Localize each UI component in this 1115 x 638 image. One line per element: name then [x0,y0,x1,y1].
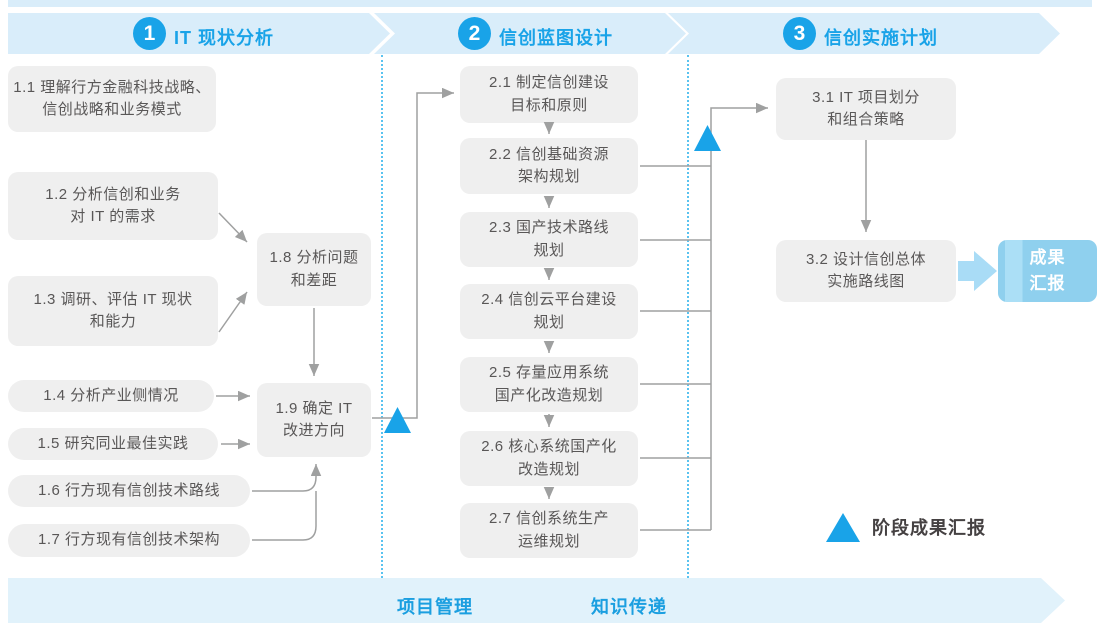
connector-1-7-to-1-9 [252,491,317,541]
step-box-1-2: 1.2 分析信创和业务 对 IT 的需求 [8,172,218,240]
step-box-1-4: 1.4 分析产业侧情况 [8,380,214,412]
bottom-banner [8,578,1065,623]
step-2-5-line2: 国产化改造规划 [494,386,604,404]
phase-banner-2 [374,13,686,54]
step-1-9-line1: 1.9 确定 IT [275,399,353,417]
step-1-3-line1: 1.3 调研、评估 IT 现状 [33,290,193,308]
phase-3-number-badge: 3 [783,17,816,50]
step-2-7-line2: 运维规划 [517,532,580,550]
step-2-4-line2: 规划 [533,313,565,331]
step-box-1-5: 1.5 研究同业最佳实践 [8,428,218,460]
step-box-1-7: 1.7 行方现有信创技术架构 [8,524,250,557]
step-1-7-line1: 1.7 行方现有信创技术架构 [37,531,221,549]
step-box-2-7: 2.7 信创系统生产 运维规划 [460,503,638,558]
connector-1-9-to-2-1 [372,87,454,419]
step-box-2-2: 2.2 信创基础资源 架构规划 [460,138,638,194]
step-2-6-line1: 2.6 核心系统国产化 [481,438,617,455]
phase-1-number-badge: 1 [133,17,166,50]
phase-banner-1 [8,13,390,54]
step-box-1-6: 1.6 行方现有信创技术路线 [8,475,250,507]
step-2-5-line1: 2.5 存量应用系统 [488,364,610,381]
step-1-2-line2: 对 IT 的需求 [70,208,156,225]
step-2-1-line2: 目标和原则 [510,96,588,114]
step-3-2-line1: 3.2 设计信创总体 [805,250,927,268]
step-1-1-line2: 信创战略和业务模式 [42,101,182,118]
step-2-2-line2: 架构规划 [517,168,580,185]
phase-3-title: 信创实施计划 [824,28,938,48]
step-1-3-line2: 和能力 [89,313,137,330]
connector-1-2-to-1-8 [218,212,248,243]
phase-divider-1-2 [381,55,383,578]
step-box-2-4: 2.4 信创云平台建设 规划 [460,284,638,339]
step-1-2-line1: 1.2 分析信创和业务 [45,185,181,203]
step-box-1-9: 1.9 确定 IT 改进方向 [257,383,371,457]
step-1-6-line1: 1.6 行方现有信创技术路线 [37,481,221,499]
phase-banner-3 [668,13,1060,54]
step-1-8-line2: 和差距 [290,271,338,289]
step-1-1-line1: 1.1 理解行方金融科技战略、 [13,78,211,96]
step-2-3-line2: 规划 [533,241,565,259]
step-box-2-5: 2.5 存量应用系统 国产化改造规划 [460,357,638,412]
step-1-9-line2: 改进方向 [282,422,345,439]
step-3-1-line2: 和组合策略 [827,111,905,128]
step-box-3-1: 3.1 IT 项目划分 和组合策略 [776,78,956,140]
deliverable-line1: 成果 [1029,247,1066,267]
step-box-3-2: 3.2 设计信创总体 实施路线图 [776,240,956,302]
connector-collector-to-3-1 [710,102,768,530]
step-2-6-line2: 改造规划 [517,460,580,478]
step-2-3-line1: 2.3 国产技术路线 [488,219,610,236]
step-box-1-3: 1.3 调研、评估 IT 现状 和能力 [8,276,218,346]
connector-1-3-to-1-8 [218,291,248,333]
step-1-4-line1: 1.4 分析产业侧情况 [43,386,179,404]
phase-2-title: 信创蓝图设计 [499,28,613,48]
step-3-1-line1: 3.1 IT 项目划分 [812,88,920,106]
step-2-2-line1: 2.2 信创基础资源 [488,145,610,163]
phase-divider-2-3 [687,55,689,578]
legend-label: 阶段成果汇报 [872,518,986,538]
step-3-2-line2: 实施路线图 [827,273,905,290]
step-2-1-line1: 2.1 制定信创建设 [488,74,610,91]
step-box-2-6: 2.6 核心系统国产化 改造规划 [460,431,638,486]
top-edge-strip [8,0,1092,7]
phase-1-title: IT 现状分析 [174,28,274,48]
phase-2-number-badge: 2 [458,17,491,50]
connector-1-6-to-1-9 [252,464,322,492]
milestone-triangle-phase-1 [384,407,411,433]
step-box-2-1: 2.1 制定信创建设 目标和原则 [460,66,638,123]
milestone-triangle-phase-2 [694,125,721,151]
step-2-4-line1: 2.4 信创云平台建设 [481,291,617,308]
step-box-2-3: 2.3 国产技术路线 规划 [460,212,638,267]
fat-arrow-3-2-to-deliverable [958,251,997,291]
step-1-5-line1: 1.5 研究同业最佳实践 [37,434,189,452]
deliverable-box: 成果 汇报 [998,240,1097,302]
knowledge-transfer-label: 知识传递 [591,597,667,617]
step-2-7-line1: 2.7 信创系统生产 [488,510,610,527]
legend-milestone-triangle-icon [826,513,860,542]
legend: 阶段成果汇报 [826,513,986,542]
deliverable-line2: 汇报 [1029,274,1066,293]
step-1-8-line1: 1.8 分析问题 [269,249,359,266]
project-management-label: 项目管理 [397,597,473,617]
step-box-1-1: 1.1 理解行方金融科技战略、 信创战略和业务模式 [8,66,216,132]
step-box-1-8: 1.8 分析问题 和差距 [257,233,371,306]
